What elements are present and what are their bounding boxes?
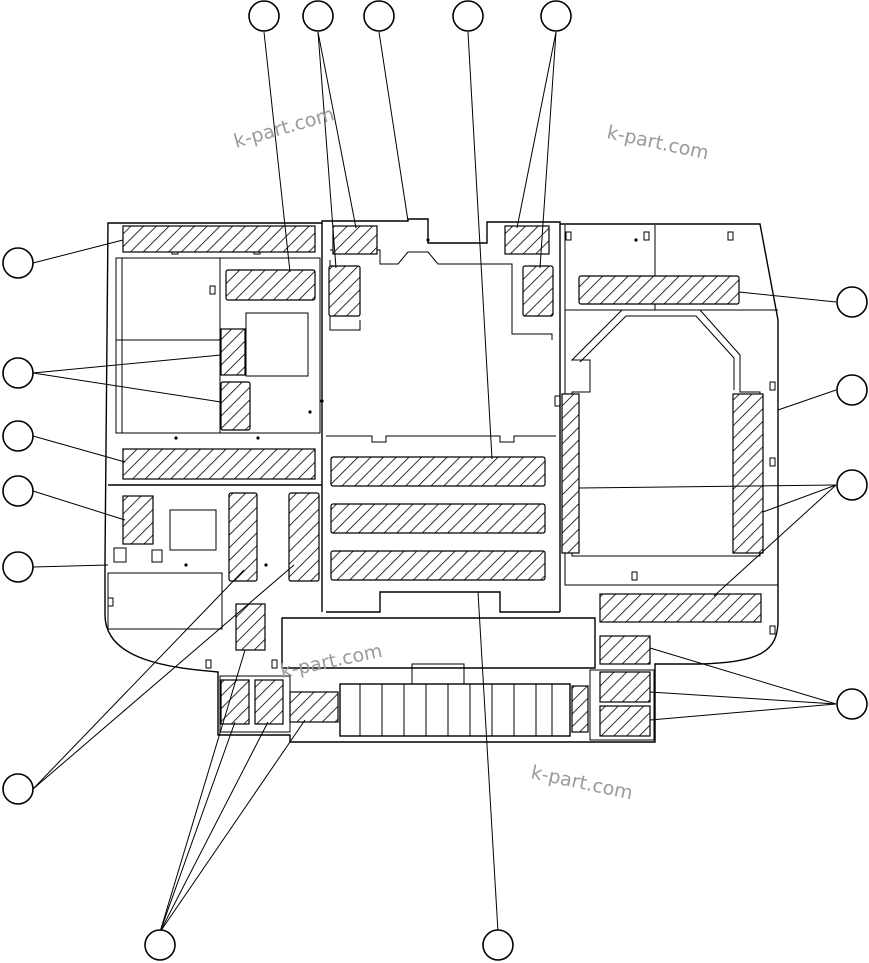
hatched-part [220, 328, 246, 376]
callout-right-2 [836, 374, 868, 406]
callout-right-1 [836, 286, 868, 318]
hatched-part [328, 265, 361, 317]
hatched-part [578, 275, 740, 305]
hatched-parts [122, 225, 764, 737]
hatched-part [599, 705, 651, 737]
hatched-part [561, 393, 580, 554]
hatched-part [122, 495, 154, 545]
callout-left-2 [2, 357, 34, 389]
hatched-part [235, 603, 266, 651]
callout-left-4 [2, 475, 34, 507]
callout-top-4 [452, 0, 484, 32]
callout-bottom-2 [482, 929, 514, 961]
hatched-part [522, 265, 554, 317]
callout-right-4 [836, 688, 868, 720]
watermark: k-part.com [605, 121, 711, 164]
hatched-part [330, 550, 546, 581]
callout-top-3 [363, 0, 395, 32]
hatched-part [289, 691, 339, 723]
hatched-part [254, 679, 284, 725]
hatched-part [599, 671, 651, 703]
hatched-part [228, 492, 258, 582]
hatched-part-top-left [122, 225, 316, 253]
callout-left-bottom [2, 773, 34, 805]
hatched-part [599, 635, 651, 665]
hatched-part [330, 503, 546, 534]
hatched-part [332, 225, 378, 255]
watermark: k-part.com [278, 640, 384, 683]
callout-top-2 [302, 0, 334, 32]
hatched-part [599, 593, 762, 623]
watermark: k-part.com [529, 761, 635, 804]
hatched-part [571, 685, 589, 733]
callout-left-1 [2, 247, 34, 279]
callout-top-5 [540, 0, 572, 32]
hatched-part [122, 448, 316, 480]
callout-bottom-1 [144, 929, 176, 961]
hatched-part [288, 492, 320, 582]
callout-top-1 [248, 0, 280, 32]
leader-lines [32, 31, 837, 933]
hatched-part [220, 381, 251, 431]
hatched-part [225, 269, 316, 301]
hatched-part [732, 393, 764, 554]
watermark: k-part.com [231, 103, 337, 153]
hatched-part [330, 456, 546, 487]
callout-left-5 [2, 551, 34, 583]
callout-left-3 [2, 420, 34, 452]
callout-right-3 [836, 469, 868, 501]
hatched-part [220, 679, 250, 725]
